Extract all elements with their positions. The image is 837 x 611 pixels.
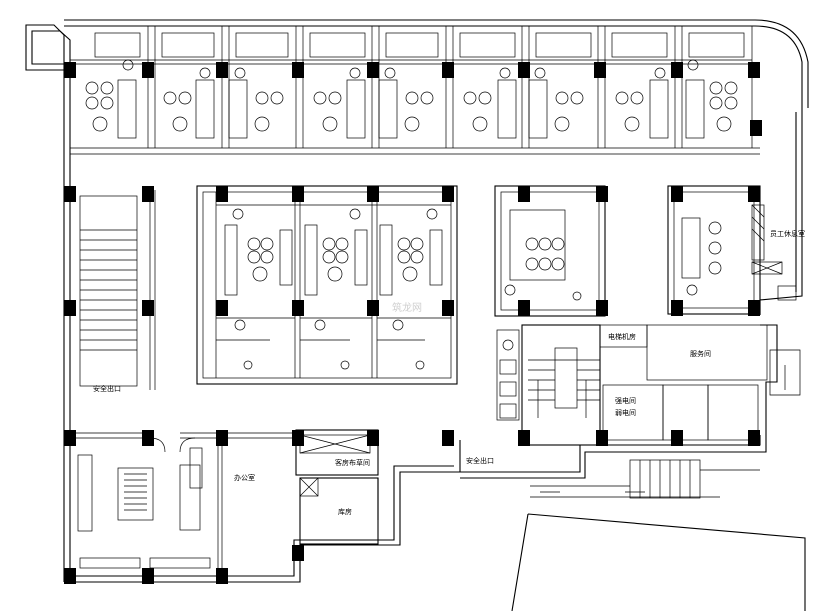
label-office: 办公室 <box>234 473 255 482</box>
label-stair-left: 安全出口 <box>93 384 121 393</box>
label-service-room: 服务间 <box>690 349 711 358</box>
corridor-wall <box>149 190 156 390</box>
watermark: 筑龙网 <box>392 301 422 314</box>
service-core <box>496 324 768 446</box>
back-of-house <box>295 429 379 545</box>
middle-guest-rooms <box>196 185 458 385</box>
label-elevator-machine-room: 电梯机房 <box>608 332 636 341</box>
label-corner-room: 员工休息室 <box>770 229 805 238</box>
label-strong-current-room: 强电间 <box>615 396 636 405</box>
outer-walls <box>25 19 809 583</box>
label-weak-current-room: 弱电间 <box>615 408 636 417</box>
top-guest-rooms <box>70 26 760 155</box>
structural-columns <box>64 62 762 584</box>
left-stair <box>79 195 138 387</box>
lower-stair <box>530 459 760 499</box>
right-guest-rooms <box>494 185 797 317</box>
label-linen-room: 客房布草间 <box>335 458 370 467</box>
room-labels: 办公室 客房布草间 库房 电梯机房 服务间 强电间 弱电间 安全出口 安全出口 … <box>93 229 805 516</box>
ramp <box>769 349 801 396</box>
plaza-outline <box>511 513 806 611</box>
label-storeroom: 库房 <box>338 507 352 516</box>
lobby-area <box>70 432 295 576</box>
label-stair-right: 安全出口 <box>466 456 494 465</box>
